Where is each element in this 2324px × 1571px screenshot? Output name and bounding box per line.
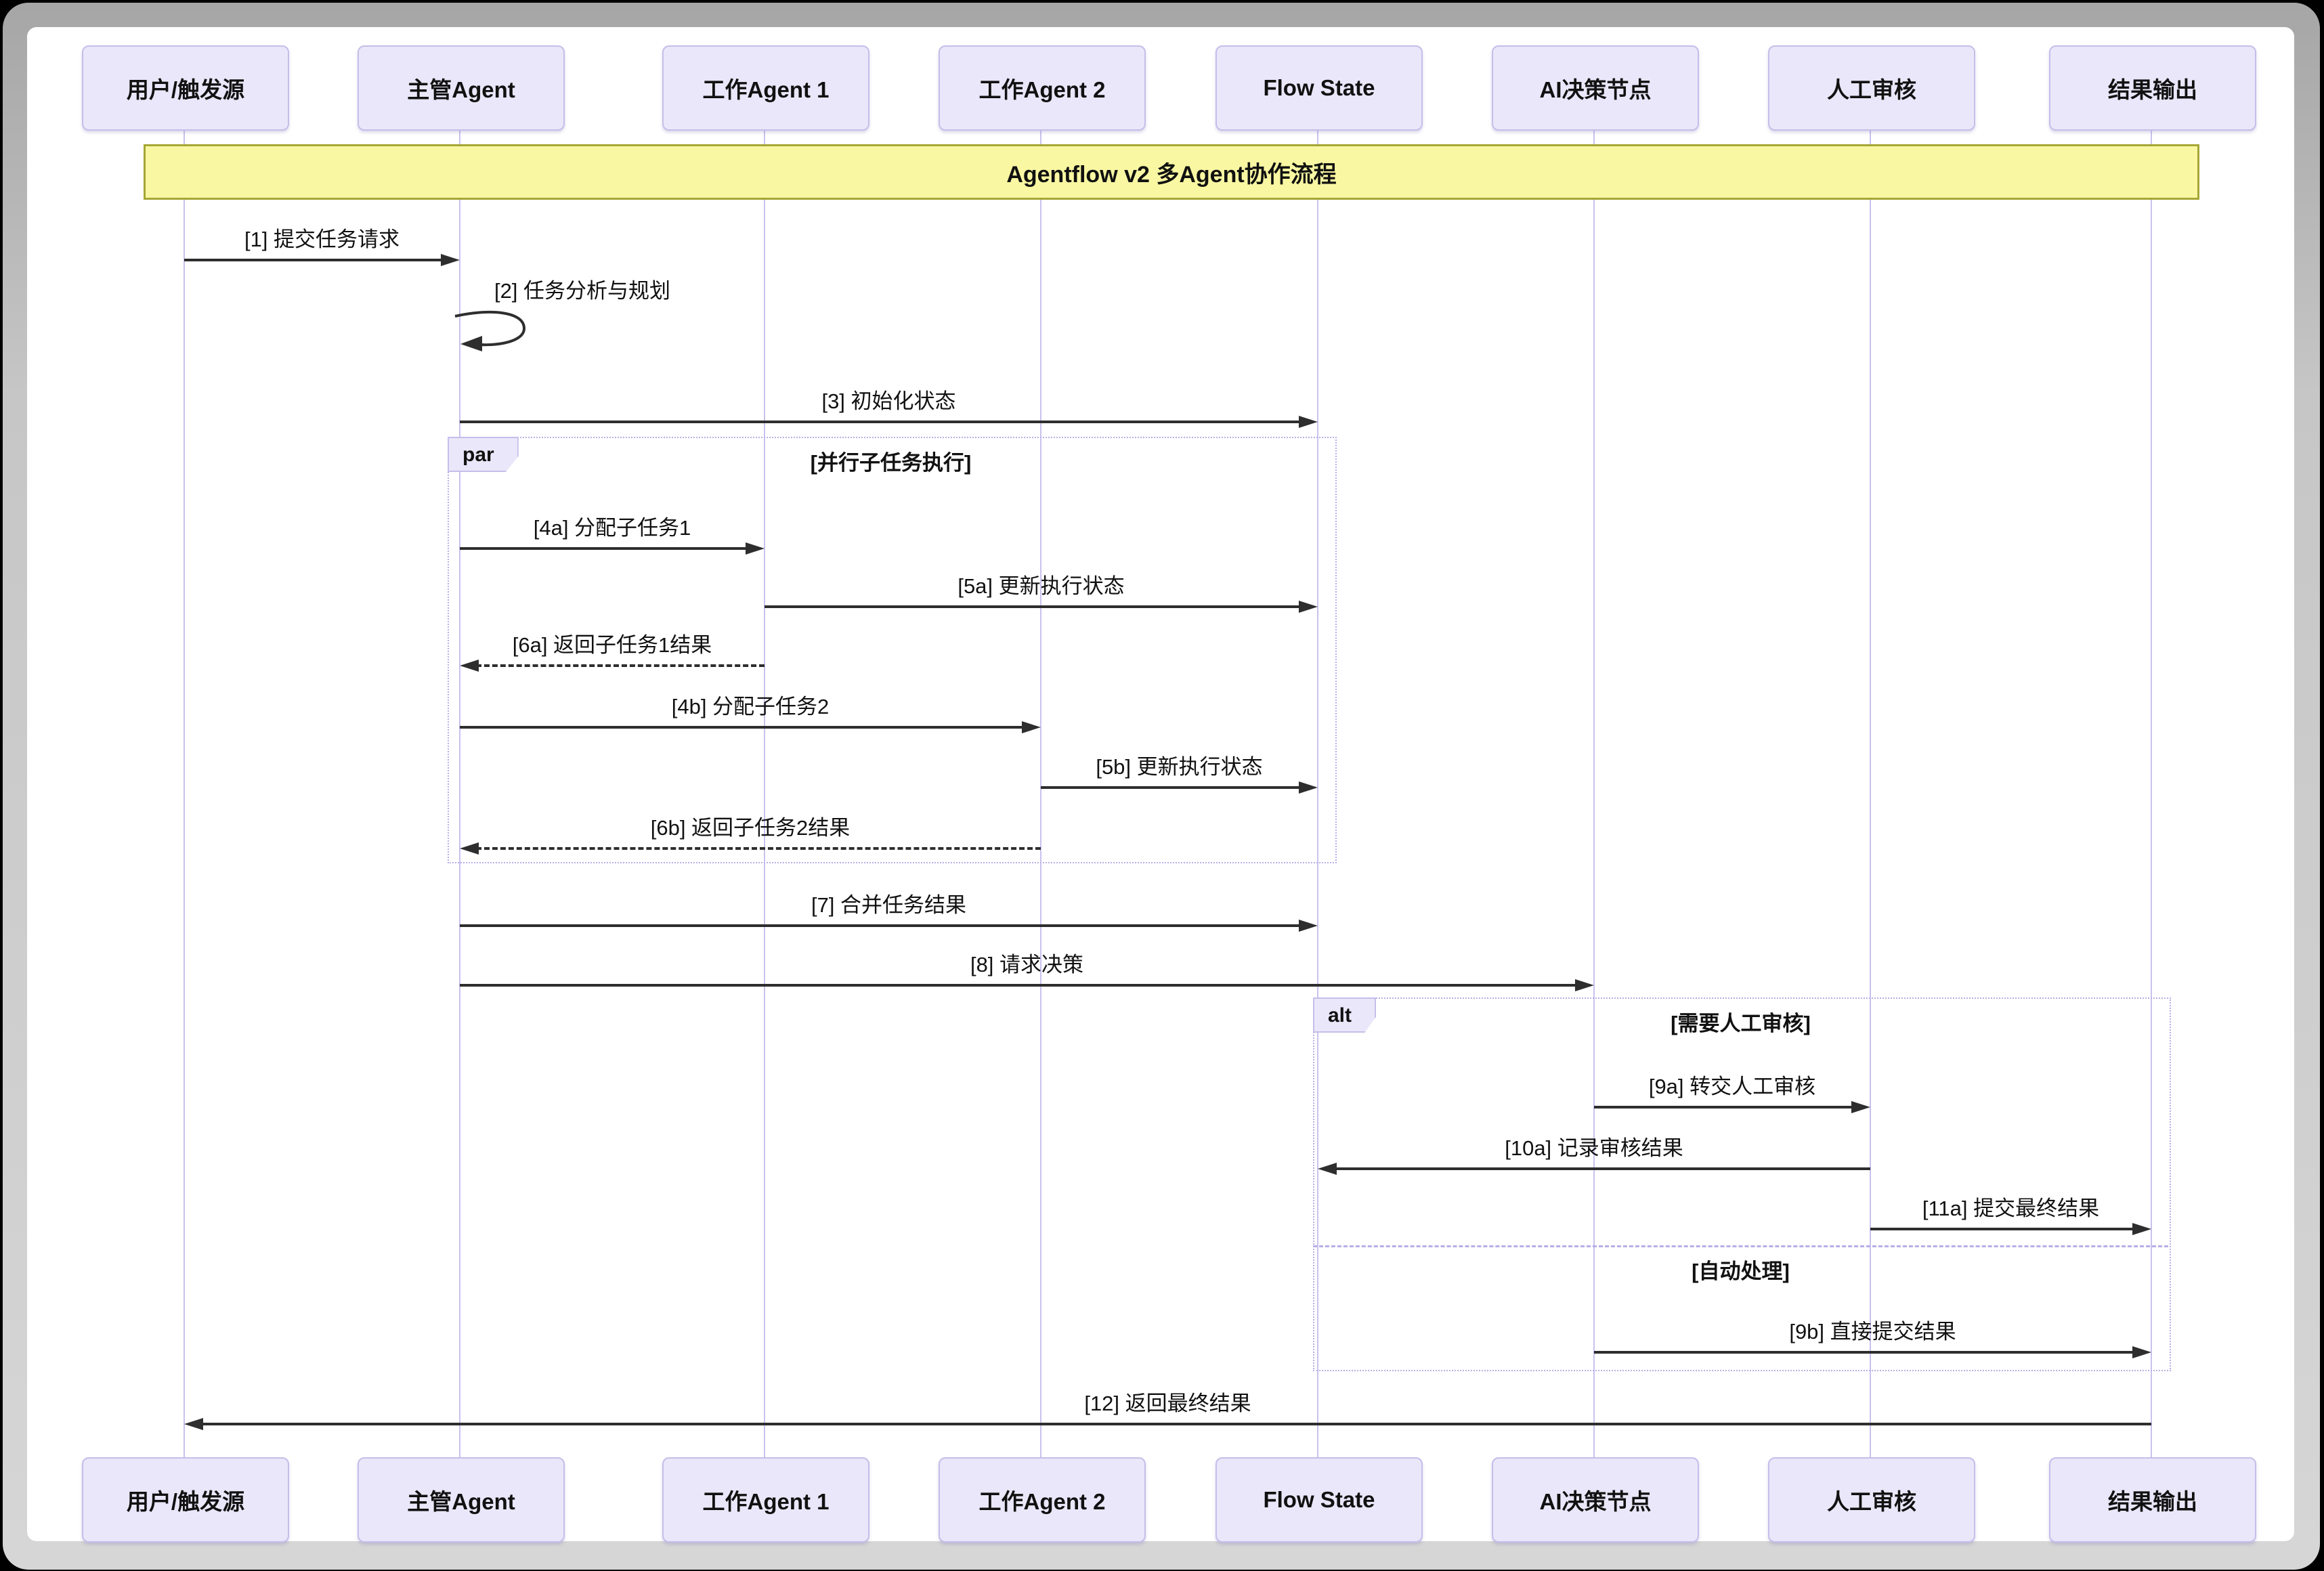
arrow-line: [460, 924, 1301, 927]
arrow-line: [1594, 1106, 1854, 1109]
arrow-line: [476, 847, 1041, 850]
message-m7: [7] 合并任务结果: [460, 892, 1318, 932]
message-m5b: [5b] 更新执行状态: [1041, 754, 1318, 794]
message-label: [4b] 分配子任务2: [671, 695, 830, 718]
arrowhead-left-icon: [460, 842, 479, 855]
message-label: [12] 返回最终结果: [1084, 1392, 1251, 1415]
alt-else-condition-label: [自动处理]: [1692, 1260, 1790, 1283]
actor-user-trigger-bottom: 用户/触发源: [82, 1457, 289, 1543]
actor-worker-agent-1-bottom: 工作Agent 1: [662, 1457, 869, 1543]
arrowhead-left-icon: [460, 660, 479, 672]
alt-condition-label: [需要人工审核]: [1671, 1012, 1811, 1035]
lifeline-flow-state: [1317, 127, 1318, 1459]
arrow-line: [1870, 1228, 2135, 1230]
alt-fragment-tab: alt: [1313, 997, 1377, 1033]
arrowhead-left-icon: [184, 1418, 203, 1430]
actor-result-output-bottom: 结果输出: [2049, 1457, 2256, 1543]
arrowhead-right-icon: [2132, 1346, 2151, 1358]
arrowhead-right-icon: [1851, 1101, 1870, 1113]
arrow-line: [460, 421, 1301, 423]
lifeline-supervisor-agent: [459, 127, 460, 1459]
message-label: [3] 初始化状态: [821, 389, 956, 413]
lifeline-result-output: [2151, 127, 2152, 1459]
arrow-line: [460, 984, 1578, 987]
message-m8: [8] 请求决策: [460, 951, 1594, 991]
message-label: [9a] 转交人工审核: [1648, 1075, 1816, 1098]
arrowhead-right-icon: [1299, 920, 1318, 932]
message-label: [6a] 返回子任务1结果: [512, 633, 712, 657]
lifeline-worker-agent-2: [1040, 127, 1041, 1459]
message-m6b: [6b] 返回子任务2结果: [460, 815, 1041, 855]
arrow-line: [460, 547, 748, 550]
arrowhead-right-icon: [1022, 721, 1041, 733]
arrow-line: [460, 726, 1025, 729]
arrow-line: [1041, 786, 1301, 789]
diagram-title: Agentflow v2 多Agent协作流程: [144, 144, 2199, 200]
actor-worker-agent-2-top: 工作Agent 2: [939, 45, 1146, 131]
actor-flow-state-top: Flow State: [1215, 45, 1423, 131]
actor-human-review-top: 人工审核: [1768, 45, 1975, 131]
actor-result-output-top: 结果输出: [2049, 45, 2256, 131]
par-condition-label: [并行子任务执行]: [810, 451, 972, 475]
message-label: [11a] 提交最终结果: [1922, 1197, 2100, 1220]
message-label: [8] 请求决策: [970, 953, 1084, 976]
alt-else-divider: [1313, 1245, 2168, 1247]
arrow-line: [476, 664, 765, 667]
arrow-line: [200, 1423, 2151, 1425]
arrowhead-right-icon: [1299, 781, 1318, 794]
actor-worker-agent-1-top: 工作Agent 1: [662, 45, 869, 131]
par-fragment-tab: par: [448, 437, 519, 472]
message-m12: [12] 返回最终结果: [184, 1390, 2151, 1430]
message-m3: [3] 初始化状态: [460, 388, 1318, 428]
message-label: [5a] 更新执行状态: [957, 574, 1125, 598]
message-label: [4a] 分配子任务1: [533, 516, 691, 540]
arrowhead-right-icon: [2132, 1223, 2151, 1235]
actor-user-trigger-top: 用户/触发源: [82, 45, 289, 131]
self-loop-arrow-icon: [454, 311, 526, 351]
actor-flow-state-bottom: Flow State: [1215, 1457, 1423, 1543]
alt-fragment-frame: [1313, 997, 2171, 1371]
arrowhead-right-icon: [441, 254, 460, 266]
message-m11a: [11a] 提交最终结果: [1870, 1195, 2151, 1235]
lifeline-user-trigger: [184, 127, 185, 1459]
message-label: [6b] 返回子任务2结果: [650, 816, 851, 840]
window-frame: [3, 3, 2320, 1570]
actor-human-review-bottom: 人工审核: [1768, 1457, 1975, 1543]
lifeline-human-review: [1870, 127, 1871, 1459]
arrowhead-right-icon: [1575, 979, 1594, 991]
message-m6a: [6a] 返回子任务1结果: [460, 632, 765, 672]
message-m1: [1] 提交任务请求: [184, 226, 460, 266]
actor-ai-decision-node-top: AI决策节点: [1492, 45, 1699, 131]
actor-supervisor-agent-top: 主管Agent: [358, 45, 565, 131]
message-m5a: [5a] 更新执行状态: [765, 573, 1318, 613]
message-label: [5b] 更新执行状态: [1096, 755, 1263, 779]
arrow-line: [1334, 1167, 1870, 1170]
arrowhead-left-icon: [1318, 1163, 1337, 1175]
lifeline-worker-agent-1: [764, 127, 765, 1459]
message-label: [7] 合并任务结果: [811, 893, 967, 917]
actor-worker-agent-2-bottom: 工作Agent 2: [939, 1457, 1146, 1543]
par-fragment-frame: [448, 437, 1337, 863]
message-m9a: [9a] 转交人工审核: [1594, 1073, 1870, 1113]
actor-ai-decision-node-bottom: AI决策节点: [1492, 1457, 1699, 1543]
message-m10a: [10a] 记录审核结果: [1318, 1135, 1870, 1175]
message-m4b: [4b] 分配子任务2: [460, 693, 1041, 733]
arrowhead-right-icon: [746, 542, 765, 555]
message-m9b: [9b] 直接提交结果: [1594, 1318, 2151, 1358]
arrow-line: [1594, 1351, 2135, 1354]
diagram-canvas: [27, 27, 2294, 1541]
message-label: [10a] 记录审核结果: [1505, 1136, 1683, 1160]
arrowhead-right-icon: [1299, 601, 1318, 613]
arrow-line: [184, 259, 444, 261]
arrow-line: [765, 605, 1301, 608]
message-label: [1] 提交任务请求: [244, 228, 400, 251]
message-label: [9b] 直接提交结果: [1789, 1320, 1956, 1343]
message-m2-label: [2] 任务分析与规划: [494, 279, 671, 303]
actor-supervisor-agent-bottom: 主管Agent: [358, 1457, 565, 1543]
message-m4a: [4a] 分配子任务1: [460, 515, 765, 555]
arrowhead-right-icon: [1299, 416, 1318, 428]
lifeline-ai-decision-node: [1593, 127, 1595, 1459]
